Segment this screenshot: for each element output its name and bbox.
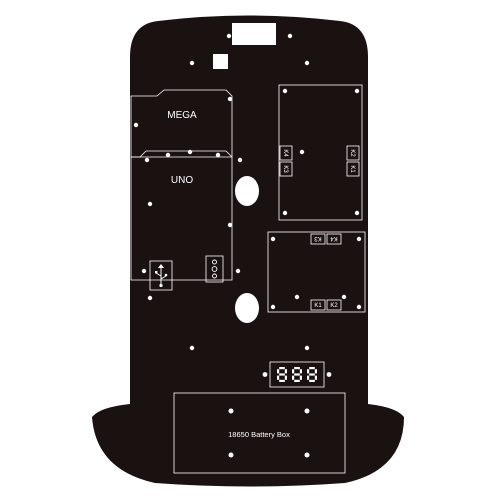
battery-box-outline [173, 392, 346, 474]
display-segment [292, 375, 295, 380]
display-segment [279, 379, 285, 382]
display-segment [307, 375, 310, 380]
battery-box-label: 18650 Battery Box [228, 430, 290, 439]
relay-module-top-labels: K4 K3 K2 K1 [279, 145, 360, 177]
display-segment [294, 373, 300, 376]
display-segment [279, 367, 285, 370]
relay-module-top-outline [278, 84, 363, 221]
svg-text:K2: K2 [330, 303, 338, 309]
seven-segment-display-icon [262, 361, 332, 388]
relay-module-bottom-labels: K3 K4 K1 K2 [310, 233, 342, 311]
display-segment [309, 379, 315, 382]
relay-module-bottom-outline [267, 231, 366, 313]
svg-text:K1: K1 [314, 303, 322, 309]
oval-cutout-lower [235, 293, 259, 323]
display-segment [294, 367, 300, 370]
top-cutout [232, 23, 276, 45]
square-cutout [213, 54, 228, 69]
display-segment [309, 367, 315, 370]
svg-text:K3: K3 [282, 165, 288, 173]
display-segment [279, 373, 285, 376]
chassis-board [92, 15, 404, 487]
display-segment [314, 375, 317, 380]
display-segment [277, 369, 280, 374]
display-segment [284, 375, 287, 380]
mega-board-outline [130, 89, 233, 158]
uno-label: UNO [171, 175, 193, 186]
dc-power-jack-icon [205, 255, 224, 283]
usb-port-icon [149, 260, 173, 291]
display-segment [299, 375, 302, 380]
display-segment [307, 369, 310, 374]
display-segment [299, 369, 302, 374]
display-segment [284, 369, 287, 374]
svg-text:K4: K4 [282, 149, 288, 157]
display-segment [277, 375, 280, 380]
svg-text:K3: K3 [314, 235, 322, 241]
display-segment [314, 369, 317, 374]
uno-board-outline [130, 150, 233, 281]
oval-cutout-upper [235, 176, 259, 206]
display-segment [294, 379, 300, 382]
svg-text:K1: K1 [349, 165, 355, 173]
mega-label: MEGA [167, 110, 197, 121]
svg-text:K2: K2 [349, 149, 355, 157]
svg-text:K4: K4 [330, 235, 338, 241]
display-segment [292, 369, 295, 374]
display-segment [309, 373, 315, 376]
